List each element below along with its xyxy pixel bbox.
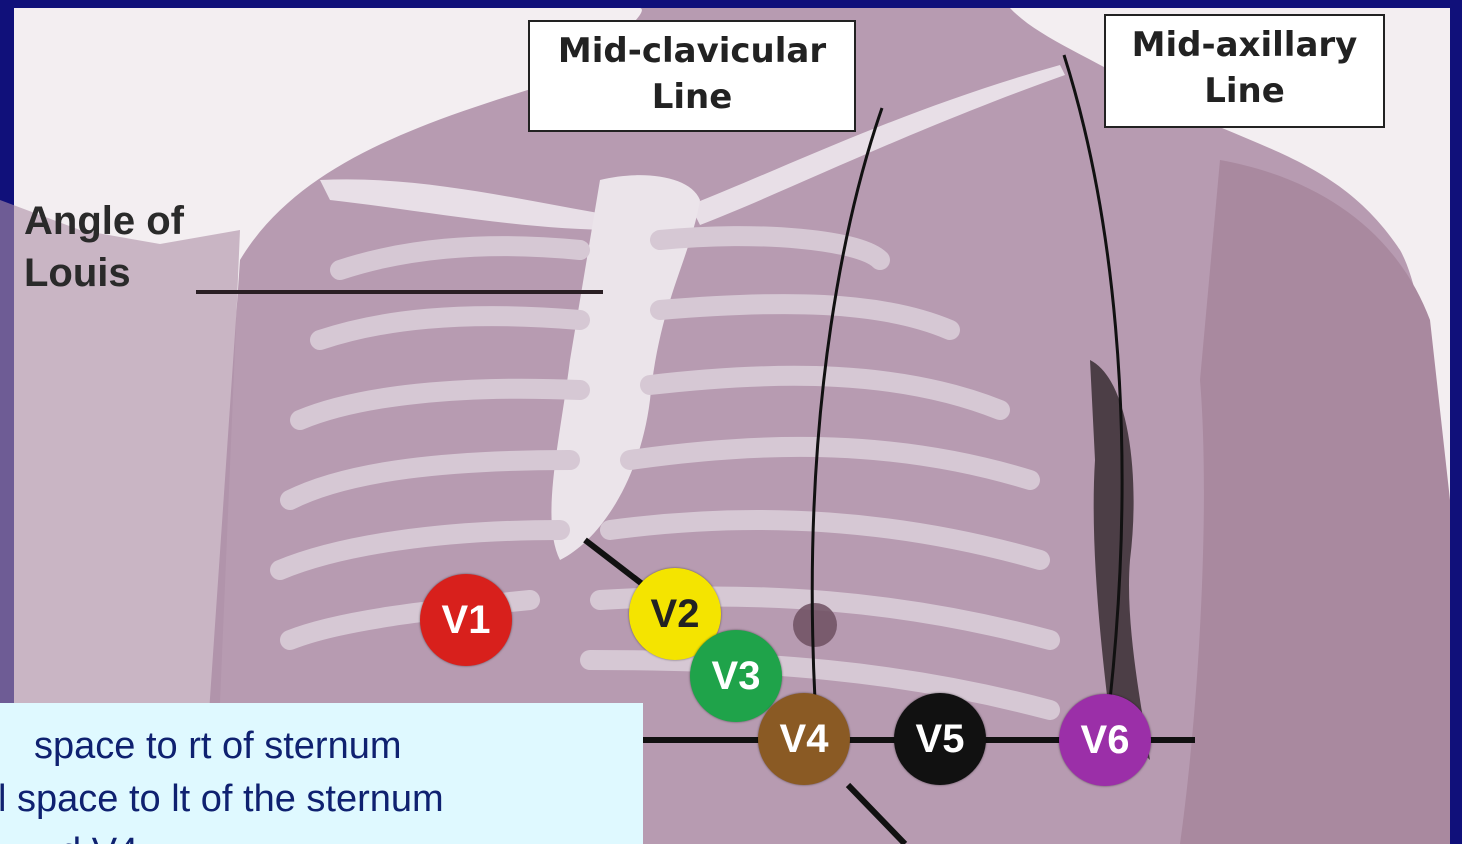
angle-label-line1: Angle of — [24, 195, 184, 247]
note-line-2: l space to lt of the sternum — [0, 778, 444, 821]
mid-clavicular-line2: Line — [530, 74, 854, 120]
mid-clavicular-line1: Mid-clavicular — [530, 28, 854, 74]
lead-v1-label: V1 — [442, 598, 491, 643]
lead-v5: V5 — [894, 693, 986, 785]
lead-v3-label: V3 — [712, 654, 761, 699]
lead-v2-label: V2 — [651, 592, 700, 637]
lead-v6: V6 — [1059, 694, 1151, 786]
lead-v1: V1 — [420, 574, 512, 666]
lead-v6-label: V6 — [1081, 718, 1130, 763]
note-line-1: space to rt of sternum — [34, 725, 402, 768]
mid-axillary-line1: Mid-axillary — [1106, 22, 1383, 68]
mid-clavicular-label-box: Mid-clavicular Line — [528, 20, 856, 132]
lead-placement-notes: space to rt of sternum l space to lt of … — [0, 703, 643, 844]
mid-axillary-line2: Line — [1106, 68, 1383, 114]
angle-label-line2: Louis — [24, 247, 184, 299]
angle-of-louis-label: Angle of Louis — [24, 195, 184, 299]
lead-v4-label: V4 — [780, 717, 829, 762]
note-line-3: d V4 — [60, 831, 138, 844]
mid-axillary-label-box: Mid-axillary Line — [1104, 14, 1385, 128]
lead-v4: V4 — [758, 693, 850, 785]
lead-v5-label: V5 — [916, 717, 965, 762]
